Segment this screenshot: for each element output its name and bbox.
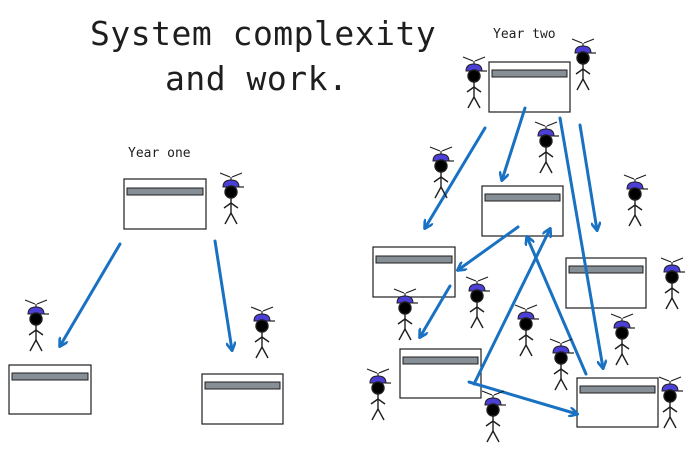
arrow-y2-top-to-bottom-right: [558, 116, 603, 368]
person-icon: [514, 304, 540, 357]
person-icon: [571, 38, 597, 91]
arrow-y1-to-left: [60, 242, 122, 346]
year-two-box-bottom-left: [399, 348, 482, 399]
year-one-system-box: [123, 178, 207, 230]
person-icon: [219, 172, 245, 225]
person-icon: [24, 299, 50, 352]
diagram-title-line1: System complexity: [90, 14, 436, 53]
year-one-box-left: [8, 364, 92, 415]
arrow-y1-to-right: [213, 239, 232, 350]
year-two-box-left: [372, 246, 456, 298]
person-icon: [534, 121, 560, 174]
label-year-two: Year two: [493, 27, 556, 42]
person-icon: [462, 56, 488, 109]
person-icon: [366, 368, 392, 421]
person-icon: [429, 146, 455, 199]
arrow-y2-top-to-right: [578, 123, 597, 230]
person-icon: [481, 390, 507, 443]
arrow-y2-left-to-bottom-left: [420, 284, 452, 337]
arrow-y2-top-to-left: [425, 126, 487, 228]
arrow-y2-bottom-right-to-center: [527, 237, 588, 376]
arrow-y2-center-to-left: [458, 225, 520, 270]
arrow-y2-top-to-center: [502, 106, 527, 180]
person-icon: [465, 276, 491, 329]
person-icon: [623, 174, 649, 227]
year-two-box-bottom-right: [576, 377, 659, 428]
person-icon: [549, 338, 575, 391]
person-icon: [250, 306, 276, 359]
year-two-box-right: [565, 257, 647, 309]
person-icon: [658, 376, 684, 429]
person-icon: [610, 313, 636, 366]
diagram-title-line2: and work.: [165, 59, 348, 98]
year-two-system-box: [488, 61, 571, 113]
arrow-y2-bottom-left-to-bottom-right: [467, 380, 577, 414]
person-icon: [660, 257, 686, 310]
arrow-y2-bottom-to-center: [472, 229, 550, 386]
year-one-box-right: [201, 373, 284, 425]
label-year-one: Year one: [128, 146, 191, 161]
